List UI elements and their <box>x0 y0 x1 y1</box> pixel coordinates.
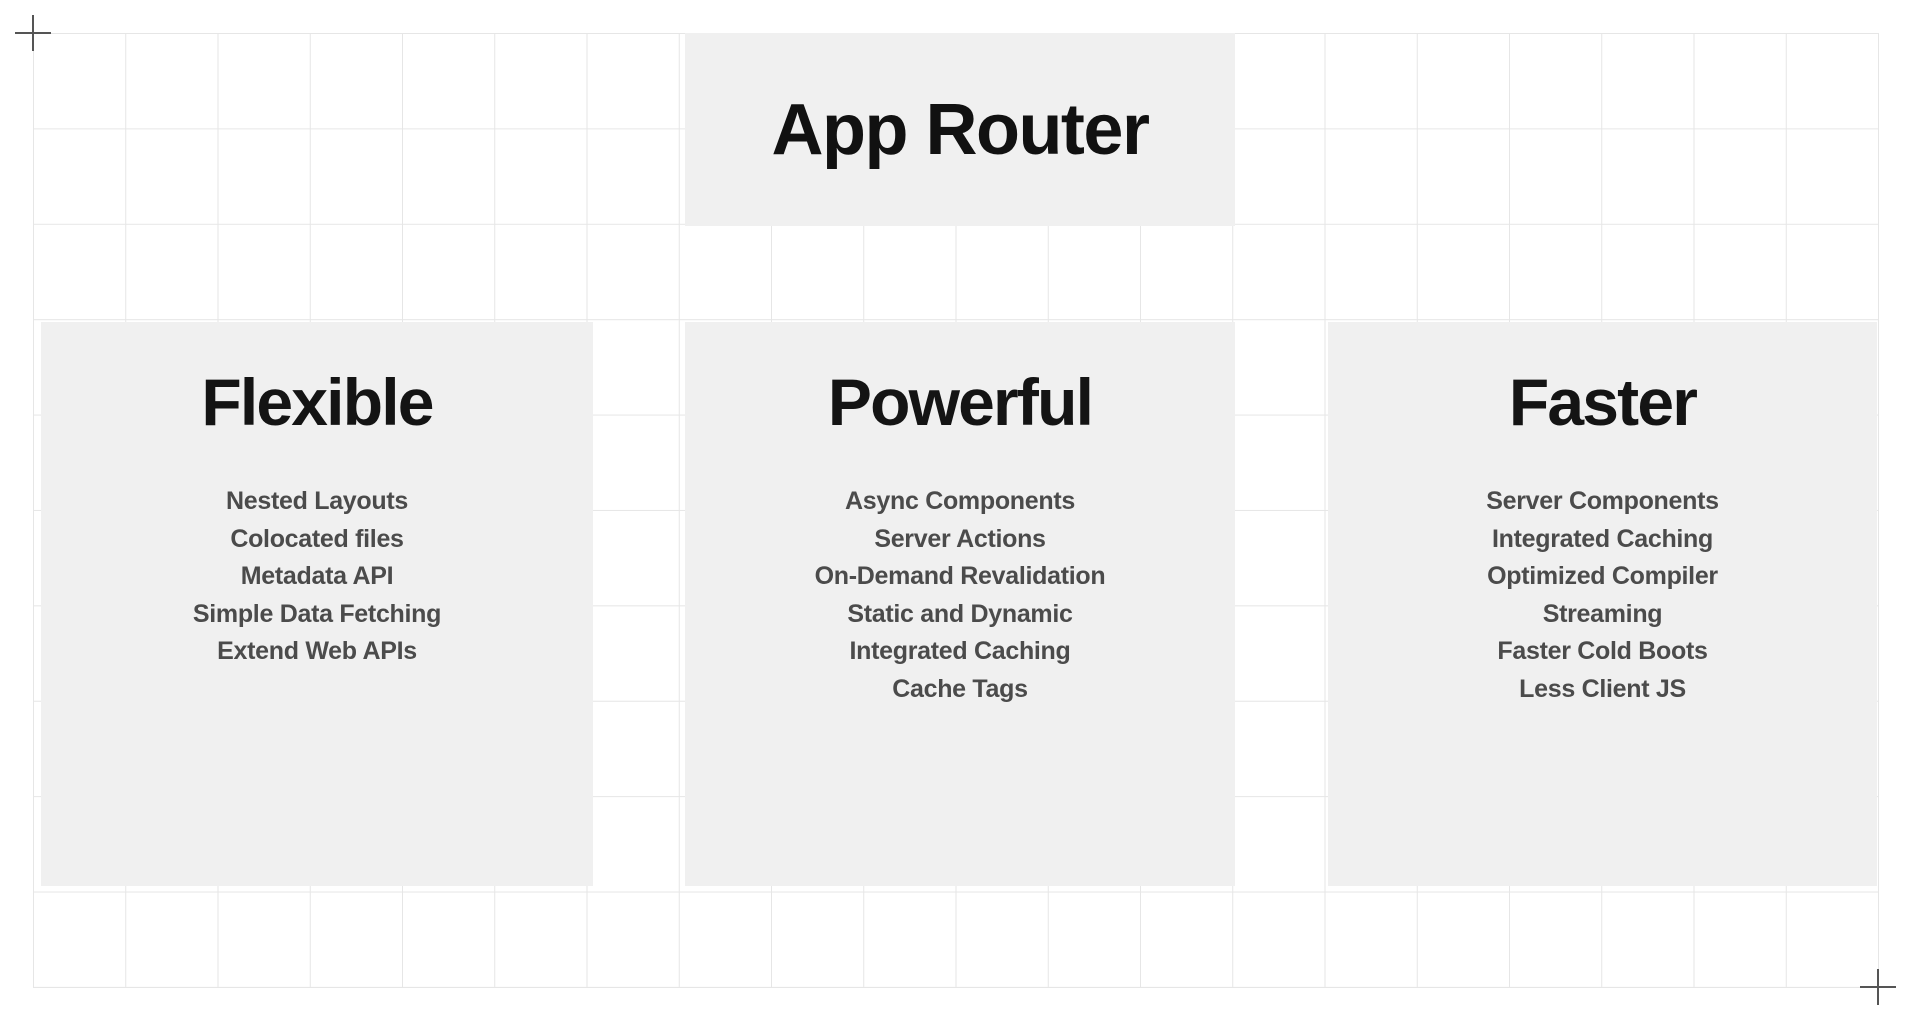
list-item: On-Demand Revalidation <box>814 562 1106 590</box>
list-item: Server Components <box>1486 487 1719 515</box>
list-item: Metadata API <box>240 562 394 590</box>
list-item: Extend Web APIs <box>217 637 417 665</box>
list-item: Streaming <box>1542 599 1663 628</box>
list-item: Integrated Caching <box>1491 524 1714 553</box>
panel-title-flexible: Flexible <box>201 365 434 439</box>
list-item: Less Client JS <box>1519 674 1686 703</box>
list-item: Nested Layouts <box>226 487 408 515</box>
crosshair-marker-bottom-right <box>1860 969 1896 1005</box>
feature-panel-faster: Faster Server Components Integrated Cach… <box>1328 322 1877 886</box>
feature-list-flexible: Nested Layouts Colocated files Metadata … <box>41 483 593 671</box>
list-item: Static and Dynamic <box>847 599 1073 628</box>
panel-title-faster: Faster <box>1508 365 1698 439</box>
list-item: Colocated files <box>230 524 404 553</box>
app-router-hero-panel: App Router <box>685 33 1235 226</box>
list-item: Optimized Compiler <box>1487 562 1718 590</box>
list-item: Faster Cold Boots <box>1497 637 1708 665</box>
list-item: Integrated Caching <box>849 637 1071 665</box>
panel-title-powerful: Powerful <box>827 365 1094 439</box>
list-item: Cache Tags <box>892 674 1028 703</box>
feature-list-faster: Server Components Integrated Caching Opt… <box>1328 483 1877 708</box>
feature-list-powerful: Async Components Server Actions On-Deman… <box>685 483 1235 708</box>
feature-panel-powerful: Powerful Async Components Server Actions… <box>685 322 1235 886</box>
crosshair-marker-top-left <box>15 15 51 51</box>
list-item: Async Components <box>845 487 1075 515</box>
list-item: Simple Data Fetching <box>192 599 442 628</box>
page-title: App Router <box>771 89 1150 170</box>
list-item: Server Actions <box>874 524 1046 553</box>
feature-panel-flexible: Flexible Nested Layouts Colocated files … <box>41 322 593 886</box>
